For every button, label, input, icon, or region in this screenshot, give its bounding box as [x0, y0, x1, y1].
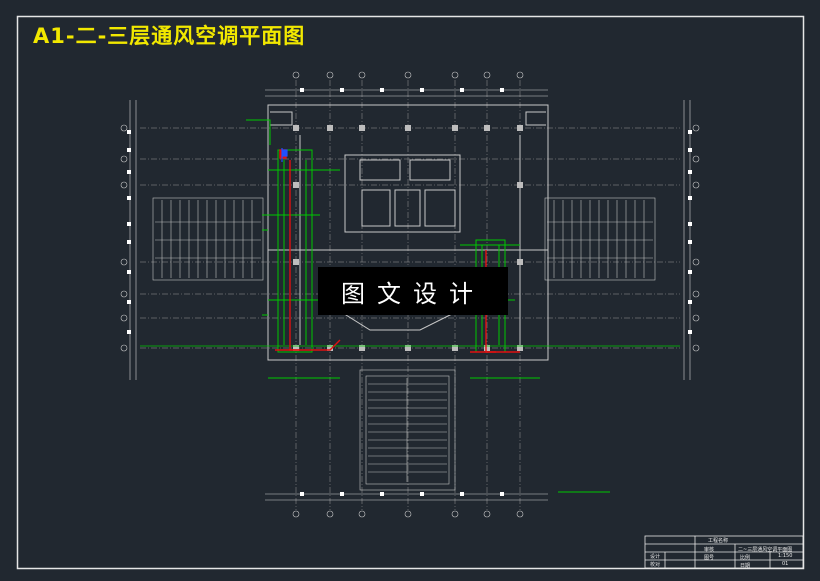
title-block-label-review: 审核 — [704, 547, 715, 553]
title-block-date-label: 日期 — [740, 563, 751, 569]
right-wing-seating — [544, 197, 656, 281]
dimension-ticks — [127, 88, 692, 496]
axis-bubbles — [120, 71, 700, 518]
title-block-drawing-name: 二~三层通风空调平面图 — [738, 547, 793, 553]
title-block-sheet: 01 — [782, 561, 789, 567]
drawing-title: A1-二-三层通风空调平面图 — [33, 24, 306, 48]
title-block — [644, 535, 804, 569]
title-block-scale: 1:150 — [778, 553, 793, 559]
chilled-water-pipes — [281, 148, 288, 162]
title-block-project: 工程名称 — [708, 538, 729, 544]
columns — [293, 125, 523, 351]
title-block-label-check: 校对 — [650, 562, 661, 568]
watermark-label: 图文设计 — [318, 267, 508, 315]
title-block-drawing-no: 图号 — [704, 555, 715, 561]
title-block-label-design: 设计 — [650, 554, 661, 560]
left-wing-seating — [152, 197, 264, 281]
drawing-border — [16, 15, 805, 570]
title-block-scale-label: 比例 — [740, 555, 751, 561]
bottom-hall-block — [359, 369, 456, 491]
